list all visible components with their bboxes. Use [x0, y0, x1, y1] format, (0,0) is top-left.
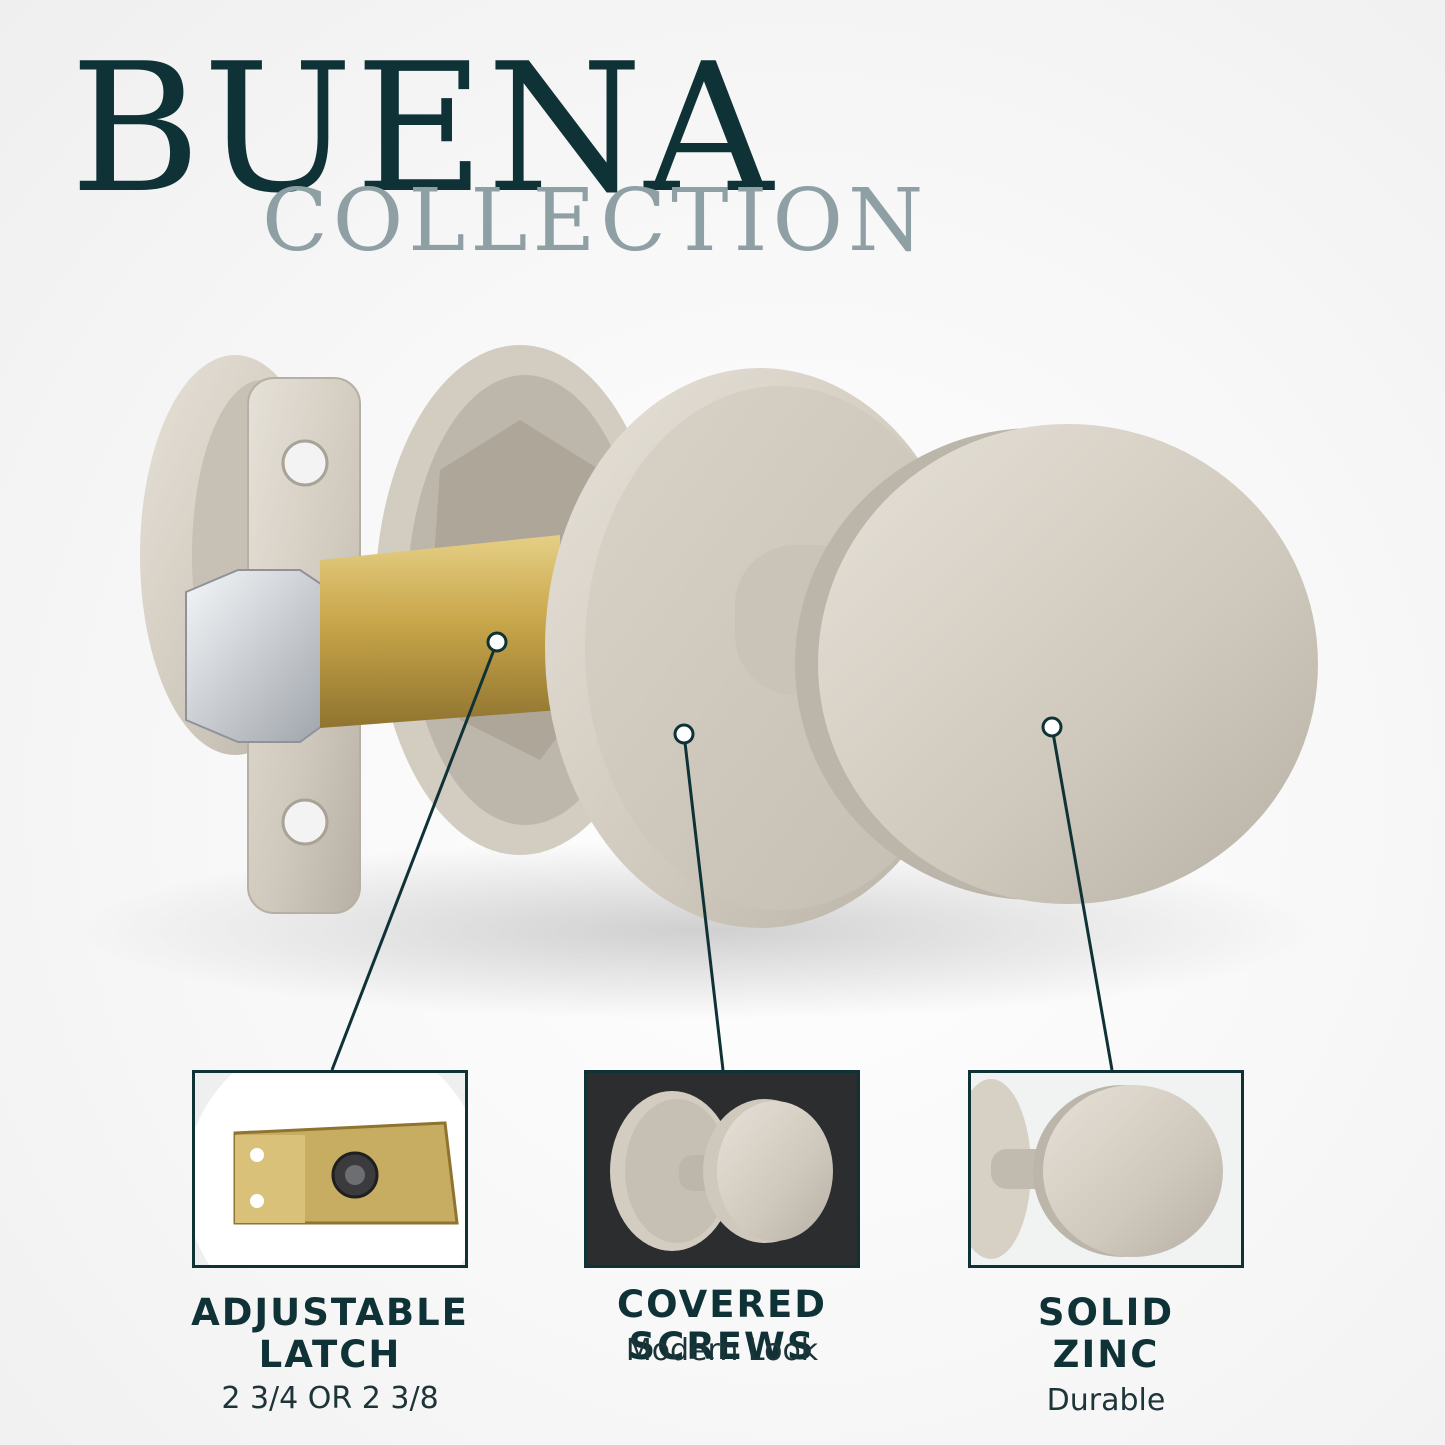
- callout-detail-adjustable-latch: 2 3/4 OR 2 3/8: [221, 1381, 439, 1416]
- latch-bolt: [185, 569, 331, 743]
- leader-line-zinc: [1050, 726, 1114, 1071]
- marker-screws: [673, 723, 695, 745]
- brand-title: BUENA: [70, 25, 776, 232]
- brand-subtitle: COLLECTION: [262, 171, 929, 271]
- leader-line-latch: [330, 641, 499, 1071]
- brass-spindle-tube: [320, 535, 560, 728]
- callout-detail-solid-zinc: Durable: [1046, 1383, 1166, 1418]
- callout-title-adjustable-latch: ADJUSTABLE LATCH: [150, 1292, 510, 1376]
- callout-title-solid-zinc: SOLID ZINC: [926, 1292, 1286, 1376]
- callout-title-line2: ZINC: [1052, 1333, 1160, 1376]
- solid-zinc-detail-image: [968, 1070, 1244, 1268]
- latch-detail-image: [192, 1070, 468, 1268]
- marker-zinc: [1041, 716, 1063, 738]
- marker-latch: [486, 631, 508, 653]
- covered-screws-detail-image: [584, 1070, 860, 1268]
- callout-title-line1: SOLID: [1037, 1291, 1175, 1334]
- callout-detail-covered-screws: Modern Look: [625, 1333, 819, 1368]
- callout-title-line1: COVERED: [616, 1283, 827, 1326]
- callout-title-line2: LATCH: [258, 1333, 402, 1376]
- leader-line-screws: [682, 733, 725, 1071]
- callout-title-covered-screws: COVERED SCREWS: [542, 1284, 902, 1368]
- callout-title-line1: ADJUSTABLE: [191, 1291, 469, 1334]
- knob-face: [818, 424, 1318, 904]
- callout-title-line2: SCREWS: [628, 1325, 816, 1368]
